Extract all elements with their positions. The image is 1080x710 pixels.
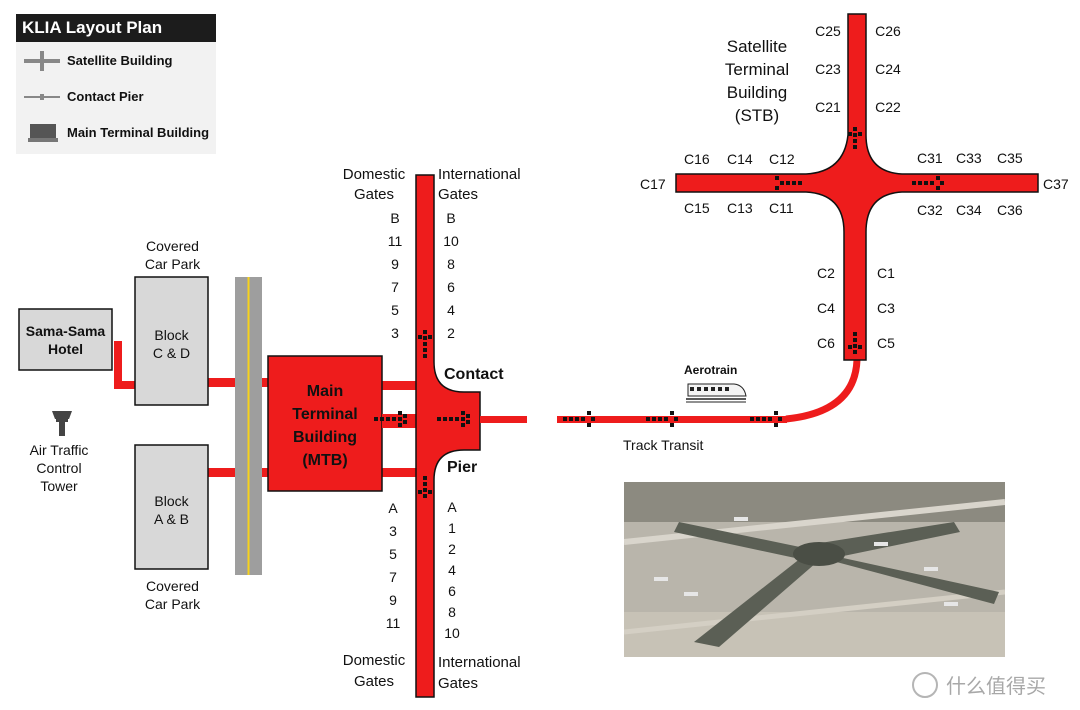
sama-sama-hotel-box	[18, 308, 113, 371]
gates-c-south-left: C2 C4 C6	[817, 265, 835, 351]
gate-c36: C36	[997, 202, 1023, 218]
track-transit-label: Track Transit	[623, 437, 704, 453]
gate-c31: C31	[917, 150, 943, 166]
gate-c13: C13	[727, 200, 753, 216]
contact-label: Contact	[444, 366, 504, 383]
road	[235, 277, 262, 575]
gate-c14: C14	[727, 151, 753, 167]
gates-c-south-right: C1 C3 C5	[877, 265, 895, 351]
legend-title: KLIA Layout Plan	[16, 14, 216, 42]
gates-a-international: A 1 2 4 6 8 10	[444, 499, 460, 641]
gate-c15: C15	[684, 200, 710, 216]
gate-c35: C35	[997, 150, 1023, 166]
legend: KLIA Layout Plan Satellite Building Cont…	[16, 14, 216, 154]
satellite-terminal-building	[675, 13, 1039, 361]
main-terminal-building-icon	[28, 124, 58, 142]
gates-c-north-left: C25 C23 C21	[815, 23, 841, 115]
gate-c11: C11	[769, 200, 794, 216]
aerial-photo-satellite-terminal	[624, 482, 1005, 657]
block-ab-box	[134, 444, 209, 570]
watermark-logo-icon	[912, 672, 938, 698]
gates-c-north-right: C26 C24 C22	[875, 23, 901, 115]
gate-c34: C34	[956, 202, 982, 218]
block-cd-box	[134, 276, 209, 406]
pier-label: Pier	[447, 459, 478, 476]
gate-c17: C17	[640, 176, 666, 192]
gate-c33: C33	[956, 150, 982, 166]
gate-c16: C16	[684, 151, 710, 167]
watermark-text: 什么值得买	[946, 676, 1046, 698]
air-traffic-control-tower-icon	[52, 411, 72, 436]
main-terminal-building	[267, 355, 383, 492]
contact-pier-icon	[24, 94, 60, 100]
gate-c12: C12	[769, 151, 795, 167]
legend-item-contact-pier: Contact Pier	[16, 85, 216, 109]
aerotrain-icon	[686, 383, 747, 403]
legend-item-satellite: Satellite Building	[16, 49, 216, 73]
contact-pier	[415, 174, 481, 698]
gate-c37: C37	[1043, 176, 1069, 192]
aerotrain-label: Aerotrain	[684, 363, 738, 377]
walkway-arrows	[374, 127, 944, 498]
track-transit	[480, 359, 861, 423]
satellite-building-icon	[24, 51, 60, 71]
legend-item-mtb: Main Terminal Building	[16, 121, 216, 145]
gate-c32: C32	[917, 202, 943, 218]
